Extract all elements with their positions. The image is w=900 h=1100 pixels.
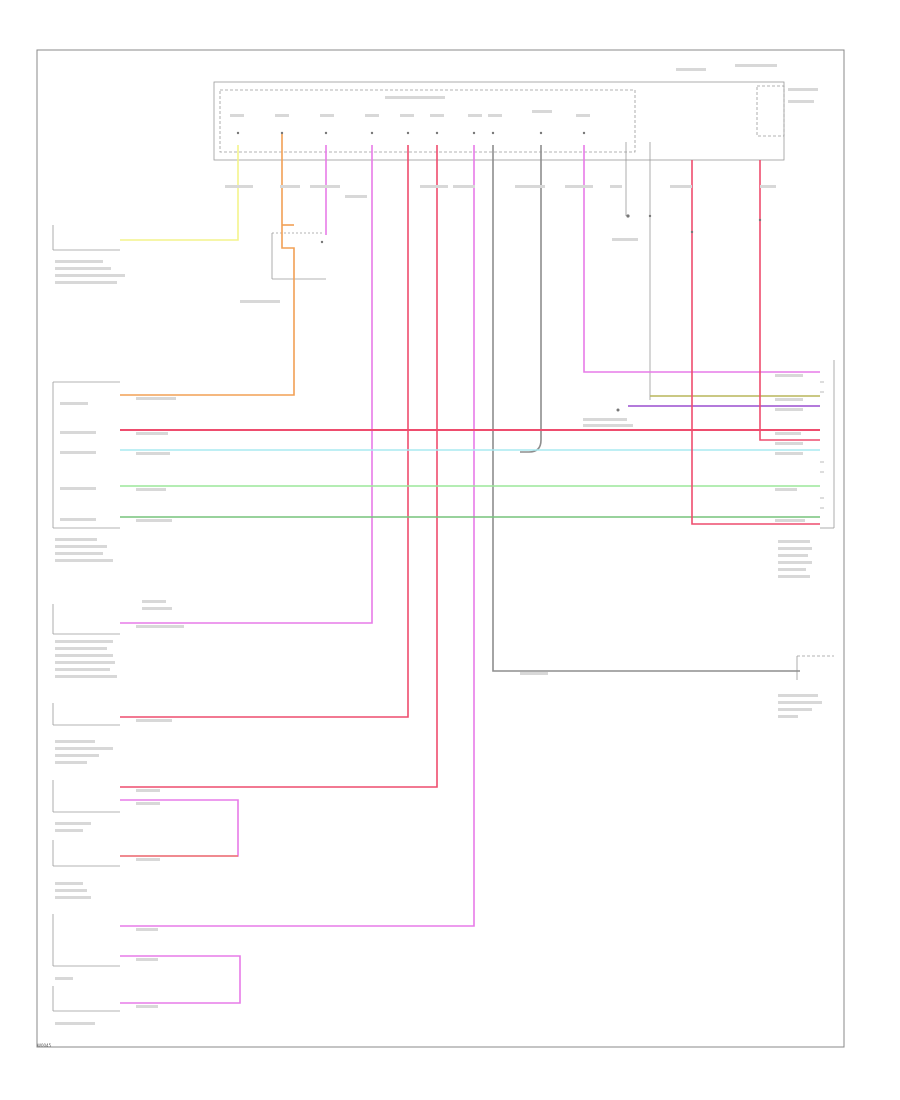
wire-magenta-2 — [120, 145, 373, 624]
wire-orange-1 — [120, 133, 295, 396]
wire-magenta-5 — [120, 955, 241, 1004]
wire-gray-2 — [520, 145, 542, 453]
connector-pins — [236, 131, 762, 412]
wire-gray-1 — [492, 145, 800, 672]
module-boxes — [52, 81, 835, 1012]
diagram-footer-code: W0045 — [37, 1043, 52, 1048]
wire-red-right-1 — [691, 160, 820, 525]
wires — [120, 133, 820, 1004]
wire-magenta-4 — [120, 799, 239, 857]
wire-red-2 — [120, 145, 438, 788]
wire-red-right-2 — [759, 160, 820, 441]
faint-labels — [55, 64, 822, 1025]
central-module-box — [219, 89, 636, 153]
wire-magenta-3 — [120, 145, 475, 927]
wire-red-1 — [120, 145, 409, 718]
wire-yellow — [120, 145, 239, 241]
wire-magenta-6 — [583, 145, 820, 373]
diagram-frame — [36, 49, 845, 1048]
